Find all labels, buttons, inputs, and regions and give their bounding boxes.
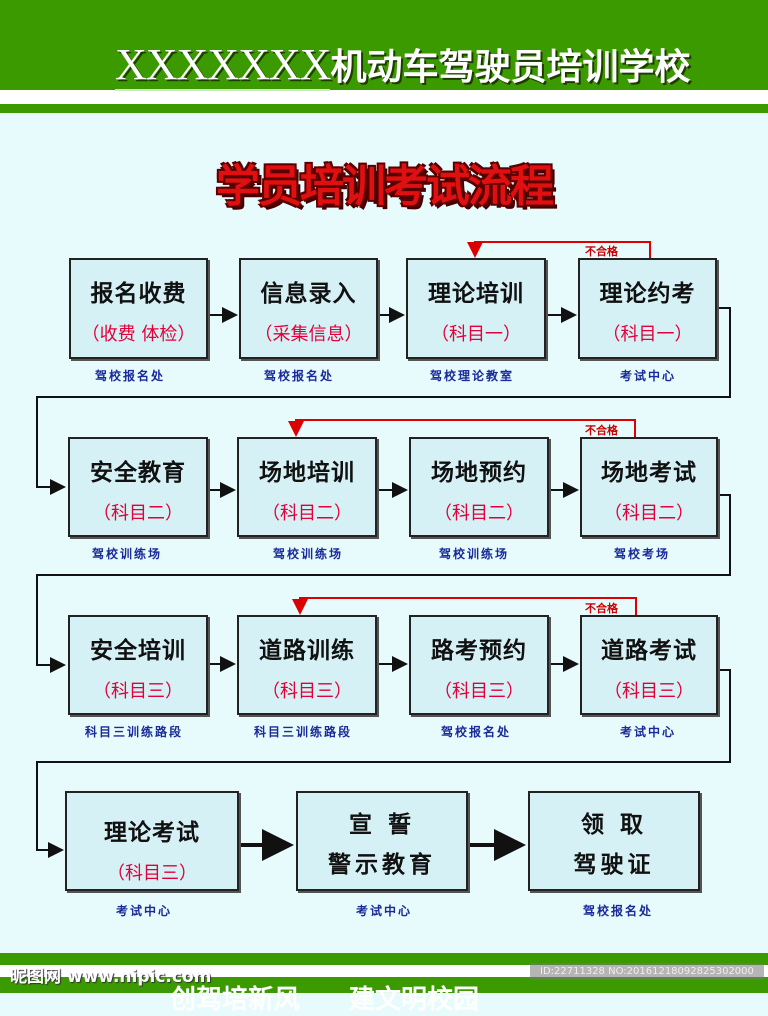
step-subtitle: （科目二）: [93, 503, 183, 524]
step-location: 考试中心: [619, 369, 676, 383]
step-location: 驾校报名处: [94, 369, 165, 383]
step-title-line: 警示教育: [328, 852, 436, 878]
step-title: 安全培训: [90, 638, 186, 664]
school-name: XXXXXXX机动车驾驶员培训学校: [115, 38, 691, 91]
fail-label: 不合格: [585, 602, 618, 615]
step-title: 信息录入: [260, 281, 357, 307]
step-subtitle: （科目二）: [434, 503, 524, 524]
step-title: 场地预约: [431, 460, 527, 486]
step-location: 驾校报名处: [440, 725, 511, 739]
flow-connectors: [36, 241, 731, 861]
step-subtitle: （科目三）: [107, 863, 197, 884]
step-title: 理论约考: [599, 281, 696, 307]
arrow: [36, 494, 731, 673]
step-box: 道路考试 （科目三）: [580, 615, 718, 715]
step-title: 道路考试: [601, 638, 697, 664]
step-title: 理论考试: [104, 820, 200, 846]
step-subtitle: （采集信息）: [254, 324, 363, 345]
school-title: 机动车驾驶员培训学校: [330, 47, 691, 88]
step-location: 科目三训练路段: [253, 725, 352, 739]
step-title-line: 宣 誓: [348, 812, 415, 838]
header-stripe: [0, 90, 768, 104]
step-box: 理论约考 （科目一）: [578, 258, 717, 359]
step-title: 路考预约: [431, 638, 527, 664]
step-box: 领 取驾驶证: [528, 791, 700, 891]
step-subtitle: （收费 体检）: [81, 324, 196, 345]
arrow: [36, 307, 731, 495]
step-subtitle: （科目一）: [602, 324, 693, 345]
step-title-line: 领 取: [580, 812, 647, 838]
step-subtitle: （科目一）: [431, 324, 521, 345]
step-title: 场地考试: [601, 460, 697, 486]
watermark-id: ID:22711328 NO:20161218092825302000: [530, 963, 764, 980]
step-title: 宣 誓警示教育: [298, 805, 466, 885]
step-box: 安全培训 （科目三）: [68, 615, 208, 715]
step-title: 领 取驾驶证: [530, 805, 698, 885]
step-location: 驾校训练场: [438, 547, 509, 561]
page-title: 学员培训考试流程: [216, 161, 554, 212]
step-location: 考试中心: [355, 904, 412, 918]
step-title: 理论培训: [428, 281, 524, 307]
fail-loop-arrow: [288, 419, 636, 437]
step-box: 道路训练 （科目三）: [237, 615, 377, 715]
step-title: 场地培训: [259, 460, 355, 486]
step-subtitle: （科目三）: [434, 681, 524, 702]
fail-label: 不合格: [585, 424, 618, 437]
step-location: 考试中心: [619, 725, 676, 739]
step-box: 场地预约 （科目二）: [409, 437, 549, 537]
step-box: 报名收费 （收费 体检）: [69, 258, 208, 359]
step-subtitle: （科目二）: [262, 503, 352, 524]
step-box: 信息录入 （采集信息）: [239, 258, 378, 359]
arrow: [36, 669, 731, 858]
watermark-site: 昵图网 www.nipic.com: [10, 967, 212, 987]
step-location: 驾校理论教室: [429, 369, 514, 383]
header-banner: [0, 0, 768, 90]
step-location: 考试中心: [115, 904, 172, 918]
step-title: 安全教育: [90, 460, 186, 486]
footer-slogan: 创驾培新风 建文明校园: [170, 985, 480, 1015]
fail-label: 不合格: [585, 245, 618, 258]
step-location: 驾校报名处: [263, 369, 334, 383]
step-title-line: 驾驶证: [573, 852, 655, 878]
step-subtitle: （科目三）: [604, 681, 694, 702]
fail-loop-arrow: [292, 597, 637, 615]
step-box: 路考预约 （科目三）: [409, 615, 549, 715]
step-box: 场地考试 （科目二）: [580, 437, 718, 537]
step-location: 驾校报名处: [582, 904, 653, 918]
step-subtitle: （科目二）: [604, 503, 694, 524]
step-title: 报名收费: [90, 281, 187, 307]
step-box: 宣 誓警示教育: [296, 791, 468, 891]
step-location: 驾校考场: [613, 547, 670, 561]
step-box: 场地培训 （科目二）: [237, 437, 377, 537]
step-title: 道路训练: [259, 638, 355, 664]
step-box: 安全教育 （科目二）: [68, 437, 208, 537]
step-location: 科目三训练路段: [84, 725, 183, 739]
step-subtitle: （科目三）: [93, 681, 183, 702]
school-prefix: XXXXXXX: [115, 40, 331, 91]
header-stripe: [0, 104, 768, 113]
step-box: 理论考试 （科目三）: [65, 791, 239, 891]
step-location: 驾校训练场: [91, 547, 162, 561]
fail-loop-arrow: [467, 241, 651, 258]
step-location: 驾校训练场: [272, 547, 343, 561]
step-box: 理论培训 （科目一）: [406, 258, 546, 359]
step-subtitle: （科目三）: [262, 681, 352, 702]
